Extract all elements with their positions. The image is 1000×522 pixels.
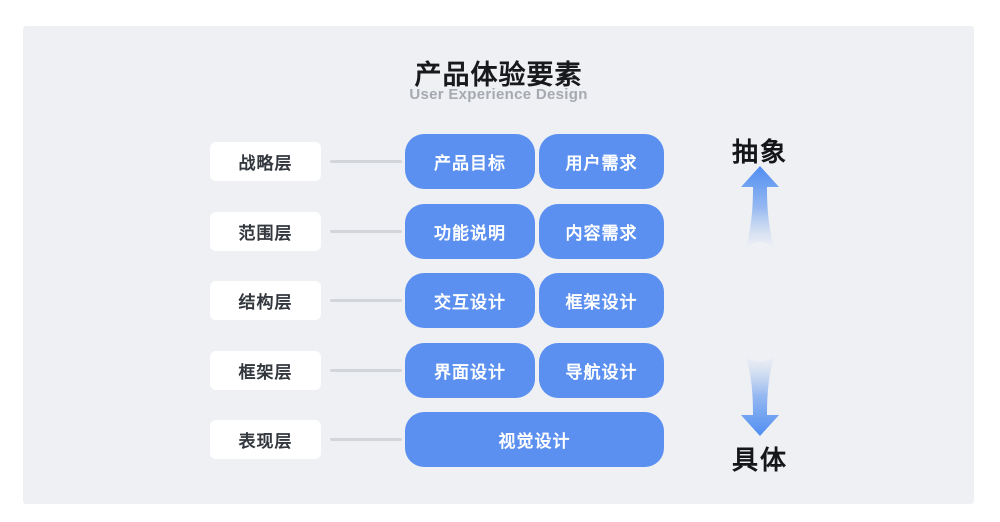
connector-line	[330, 438, 402, 441]
connector-line	[330, 230, 402, 233]
arrow-down-icon	[741, 356, 779, 436]
element-box-navigation-design: 导航设计	[539, 343, 664, 398]
element-box-user-needs: 用户需求	[539, 134, 664, 189]
concrete-label: 具体	[731, 445, 788, 475]
layer-row-skeleton: 框架层 界面设计 导航设计	[23, 343, 974, 398]
element-box-visual-design: 视觉设计	[405, 412, 664, 467]
diagram-panel: 产品体验要素 User Experience Design 战略层 产品目标 用…	[23, 26, 974, 504]
connector-line	[330, 299, 402, 302]
layer-row-structure: 结构层 交互设计 框架设计	[23, 273, 974, 328]
connector-line	[330, 160, 402, 163]
layer-row-surface: 表现层 视觉设计	[23, 412, 974, 467]
page-subtitle: User Experience Design	[409, 86, 588, 103]
element-box-interface-design: 界面设计	[405, 343, 535, 398]
element-box-functional-specs: 功能说明	[405, 204, 535, 259]
abstract-label: 抽象	[731, 137, 788, 167]
layer-label-scope: 范围层	[210, 212, 321, 251]
layer-label-structure: 结构层	[210, 281, 321, 320]
layer-label-strategy: 战略层	[210, 142, 321, 181]
connector-line	[330, 369, 402, 372]
layer-label-surface: 表现层	[210, 420, 321, 459]
page-title: 产品体验要素	[414, 60, 583, 90]
layer-label-skeleton: 框架层	[210, 351, 321, 390]
element-box-framework-design: 框架设计	[539, 273, 664, 328]
layer-row-strategy: 战略层 产品目标 用户需求	[23, 134, 974, 189]
layer-row-scope: 范围层 功能说明 内容需求	[23, 204, 974, 259]
arrow-up-icon	[741, 166, 779, 248]
element-box-interaction-design: 交互设计	[405, 273, 535, 328]
element-box-content-requirements: 内容需求	[539, 204, 664, 259]
element-box-product-goals: 产品目标	[405, 134, 535, 189]
